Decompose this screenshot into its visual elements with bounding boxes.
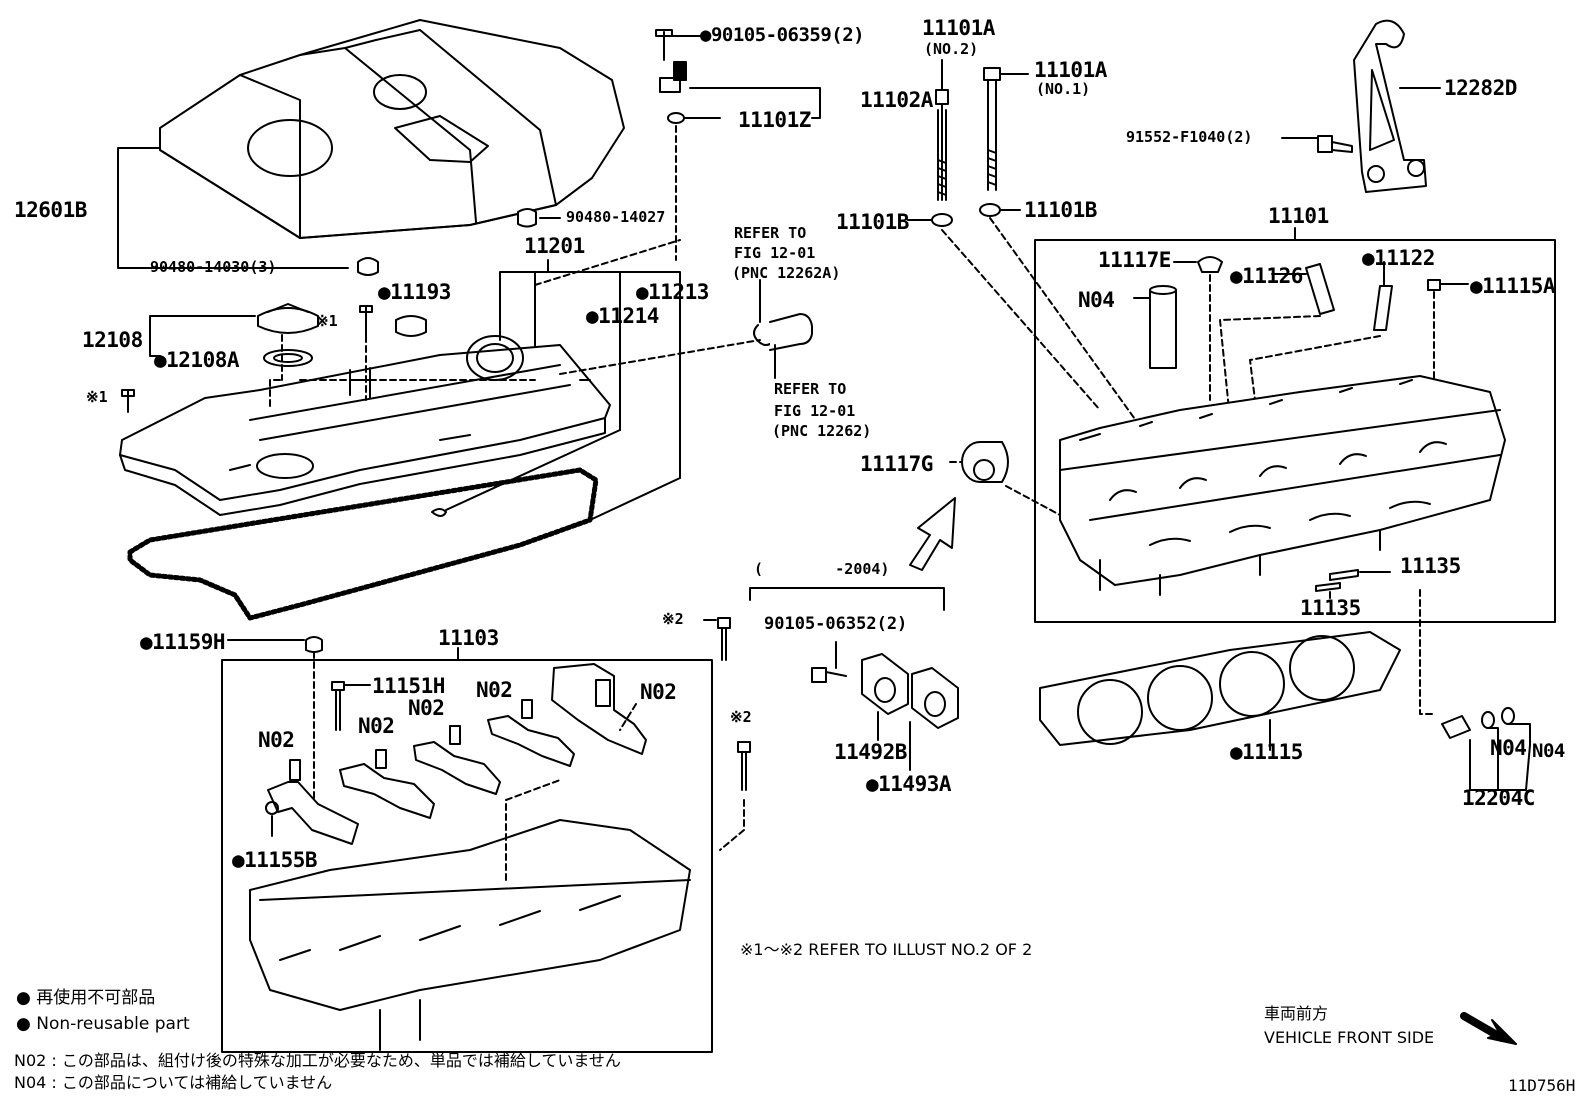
- label-11214: ●11214: [586, 304, 659, 328]
- label-11101: 11101: [1268, 204, 1329, 228]
- label-90480-14030: 90480-14030(3): [150, 258, 277, 276]
- label-ref1-top: ※1: [316, 312, 338, 330]
- label-12204c: 12204C: [1462, 786, 1535, 810]
- label-11115a: ●11115A: [1470, 274, 1556, 298]
- label-n02-4: N02: [476, 678, 513, 702]
- label-90105-06359: ●90105-06359(2): [700, 24, 865, 46]
- label-no1: (NO.1): [1036, 80, 1091, 98]
- label-ref2-a: ※2: [662, 610, 684, 628]
- label-11126: ●11126: [1230, 264, 1303, 288]
- label-refer-to-1: REFER TO: [734, 224, 807, 242]
- label-11135-right: 11135: [1400, 554, 1461, 578]
- n04-note: N04 : この部品については補給していません: [14, 1073, 333, 1092]
- cam-housing-drawing: [249, 819, 691, 1051]
- label-91552-f1040: 91552-F1040(2): [1126, 128, 1253, 146]
- label-pnc-2: (PNC 12262): [772, 422, 872, 440]
- label-n04-b: N04: [1532, 740, 1565, 762]
- valve-cover-drawing: [119, 335, 611, 516]
- label-12108: 12108: [82, 328, 143, 352]
- label-n02-5: N02: [640, 680, 677, 704]
- label-90480-14027: 90480-14027: [566, 208, 666, 226]
- label-11213: ●11213: [636, 280, 709, 304]
- label-11103: 11103: [438, 626, 499, 650]
- label-n02-2: N02: [358, 714, 395, 738]
- label-11159h: ●11159H: [140, 630, 226, 654]
- label-11101b-right: 11101B: [1024, 198, 1097, 222]
- label-fig-2: FIG 12-01: [774, 402, 856, 420]
- label-n04-a: N04: [1490, 736, 1527, 760]
- label-ref1-left: ※1: [86, 388, 108, 406]
- illustration-id: 11D756H: [1508, 1076, 1576, 1095]
- engine-cover-drawing: [159, 19, 625, 239]
- label-year-range: ( -2004): [754, 560, 890, 578]
- label-ref2-b: ※2: [730, 708, 752, 726]
- label-11115: ●11115: [1230, 740, 1303, 764]
- label-pnc-1: (PNC 12262A): [732, 264, 841, 282]
- label-11102a: 11102A: [860, 88, 933, 112]
- refer-illust-note: ※1～※2 REFER TO ILLUST NO.2 OF 2: [740, 940, 1033, 959]
- label-11155b: ●11155B: [232, 848, 318, 872]
- label-11492b: 11492B: [834, 740, 907, 764]
- label-90105-06352: 90105-06352(2): [764, 614, 908, 634]
- label-11117e: 11117E: [1098, 248, 1171, 272]
- label-11101a-no2: 11101A: [922, 16, 995, 40]
- label-11151h: 11151H: [372, 674, 445, 698]
- label-11493a: ●11493A: [866, 772, 952, 796]
- camshaft-caps-drawing: [267, 663, 647, 845]
- label-11122: ●11122: [1362, 246, 1435, 270]
- label-fig-1: FIG 12-01: [734, 244, 816, 262]
- legend-english: ● Non-reusable part: [16, 1014, 190, 1034]
- label-refer-to-2: REFER TO: [774, 380, 847, 398]
- label-12108a: ●12108A: [154, 348, 240, 372]
- head-gasket-drawing: [1039, 631, 1401, 746]
- label-n02-1: N02: [258, 728, 295, 752]
- front-side-japanese: 車両前方: [1264, 1004, 1329, 1023]
- label-12601b: 12601B: [14, 198, 87, 222]
- label-12282d: 12282D: [1444, 76, 1517, 100]
- label-11101a-no1: 11101A: [1034, 58, 1107, 82]
- label-11201: 11201: [524, 234, 585, 258]
- n02-note: N02 : この部品は、組付け後の特殊な加工が必要なため、単品では補給していませ…: [14, 1051, 621, 1070]
- legend-japanese: ● 再使用不可部品: [16, 988, 156, 1008]
- label-n04-top: N04: [1078, 288, 1115, 312]
- label-11193: ●11193: [378, 280, 451, 304]
- label-11135-bottom: 11135: [1300, 596, 1361, 620]
- label-11101b-left: 11101B: [836, 210, 909, 234]
- label-11117g: 11117G: [860, 452, 933, 476]
- label-n02-3: N02: [408, 696, 445, 720]
- front-side-english: VEHICLE FRONT SIDE: [1264, 1028, 1435, 1047]
- label-11101z: 11101Z: [738, 108, 811, 132]
- label-no2: (NO.2): [924, 40, 979, 58]
- cylinder-head-drawing: [1059, 375, 1506, 596]
